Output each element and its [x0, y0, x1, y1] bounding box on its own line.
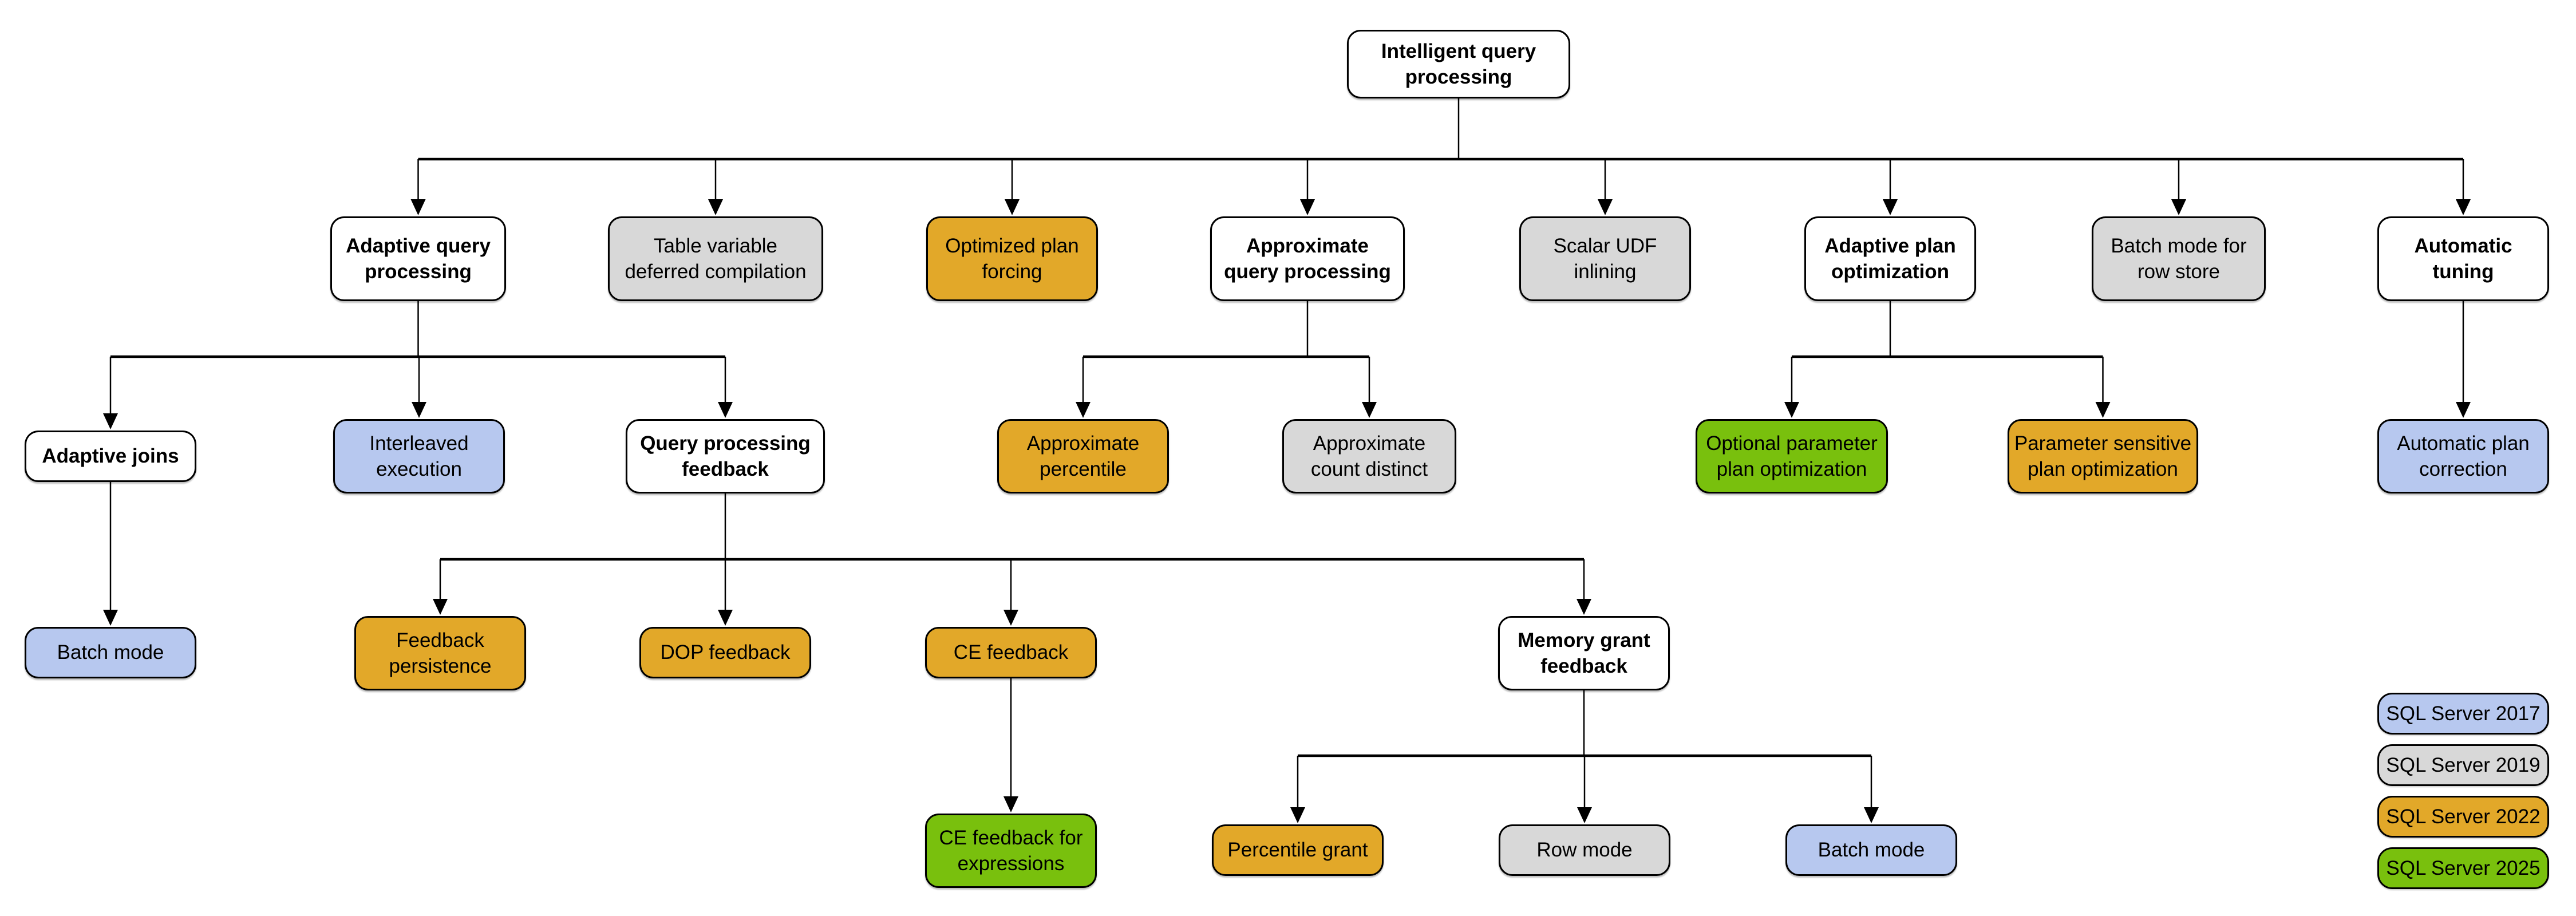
- node-batch-mode-under-memory-grant: Batch mode: [1785, 824, 1957, 876]
- node-row-mode: Row mode: [1499, 824, 1670, 876]
- node-approximate-count-distinct: Approximate count distinct: [1282, 419, 1456, 493]
- node-dop-feedback: DOP feedback: [639, 627, 811, 678]
- node-scalar-udf-inlining: Scalar UDF inlining: [1519, 216, 1691, 301]
- node-query-processing-feedback: Query processing feedback: [626, 419, 825, 493]
- node-approximate-query-processing: Approximate query processing: [1210, 216, 1405, 301]
- legend-item-sql-server-2017: SQL Server 2017: [2377, 693, 2549, 735]
- node-approximate-percentile: Approximate percentile: [997, 419, 1169, 493]
- node-automatic-tuning: Automatic tuning: [2377, 216, 2549, 301]
- node-interleaved-execution: Interleaved execution: [333, 419, 505, 493]
- node-batch-mode-for-row-store: Batch mode for row store: [2092, 216, 2266, 301]
- node-optimized-plan-forcing: Optimized plan forcing: [926, 216, 1098, 301]
- node-adaptive-joins: Adaptive joins: [25, 431, 196, 482]
- legend-item-sql-server-2022: SQL Server 2022: [2377, 796, 2549, 838]
- node-ce-feedback: CE feedback: [925, 627, 1097, 678]
- legend-item-sql-server-2019: SQL Server 2019: [2377, 744, 2549, 786]
- node-ce-feedback-for-expressions: CE feedback for expressions: [925, 814, 1097, 888]
- node-parameter-sensitive-plan-optimization: Parameter sensitive plan optimization: [2008, 419, 2198, 493]
- node-root: Intelligent query processing: [1347, 30, 1570, 98]
- node-percentile-grant: Percentile grant: [1212, 824, 1384, 876]
- node-feedback-persistence: Feedback persistence: [354, 616, 526, 690]
- node-table-variable-deferred-compilation: Table variable deferred compilation: [608, 216, 823, 301]
- legend-item-sql-server-2025: SQL Server 2025: [2377, 847, 2549, 889]
- node-optional-parameter-plan-optimization: Optional parameter plan optimization: [1696, 419, 1888, 493]
- node-adaptive-plan-optimization: Adaptive plan optimization: [1804, 216, 1976, 301]
- node-automatic-plan-correction: Automatic plan correction: [2377, 419, 2549, 493]
- node-adaptive-query-processing: Adaptive query processing: [330, 216, 506, 301]
- node-batch-mode-under-adaptive-joins: Batch mode: [25, 627, 196, 678]
- node-memory-grant-feedback: Memory grant feedback: [1498, 616, 1670, 690]
